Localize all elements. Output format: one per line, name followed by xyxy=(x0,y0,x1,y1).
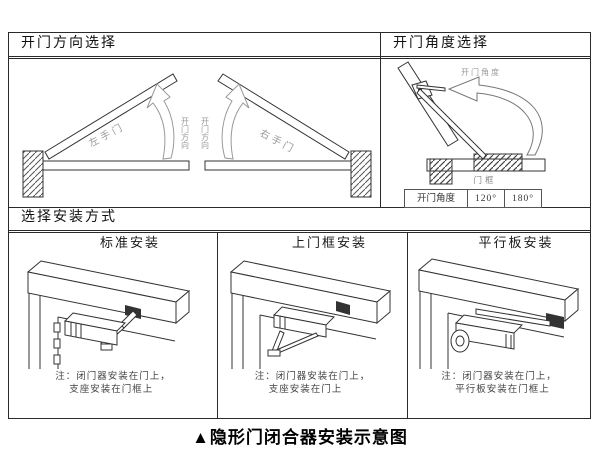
section-open-angle: 开门角度选择 开门 xyxy=(381,33,590,208)
open-angle-diagram: 开门角度 门框 xyxy=(397,61,546,185)
angle-arrow-icon xyxy=(447,76,543,156)
frame-label: 门框 xyxy=(473,175,496,185)
closer-arm xyxy=(475,308,551,327)
panel-standard-mount: 标准安装 xyxy=(9,233,218,419)
panel-top-frame-mount: 上门框安装 xyxy=(218,233,408,419)
note-line-1: 注：闭门器安装在门上， xyxy=(441,372,557,382)
frame-hatch-mid xyxy=(473,153,523,172)
closer-foot xyxy=(100,343,113,351)
closer-arm-main xyxy=(416,88,487,160)
door-panel xyxy=(44,73,178,160)
closer-body-front xyxy=(273,314,327,338)
closer-foot xyxy=(267,349,281,357)
hinge xyxy=(53,322,61,333)
closer-body-front xyxy=(64,320,118,346)
closer-cylinder-core xyxy=(455,335,465,347)
angle-option-120: 120° xyxy=(468,189,505,208)
angle-option-180: 180° xyxy=(505,189,542,208)
wall-post xyxy=(22,150,44,198)
panel-title: 平行板安装 xyxy=(478,235,554,250)
frame-beam-end xyxy=(564,287,579,323)
section-title-angle: 开门角度选择 xyxy=(381,33,590,59)
left-hand-door-diagram: 左手门 开门方向 xyxy=(22,73,190,198)
right-hand-door-diagram: 右手门 开门方向 xyxy=(201,73,372,198)
angle-arrow-label: 开门角度 xyxy=(461,67,501,77)
standard-mount-drawing xyxy=(26,260,191,369)
section-open-direction: 开门方向选择 左手门 开门方向 xyxy=(9,33,381,207)
panel-note: 注：闭门器安装在门上， 平行板安装在门框上 xyxy=(441,371,557,397)
section-title-mounting: 选择安装方式 xyxy=(9,208,590,233)
arrow-label: 开门方向 xyxy=(181,117,190,149)
mounting-panels-row: 标准安装 xyxy=(9,233,590,419)
frame-bracket xyxy=(336,301,350,315)
frame-hatch-left xyxy=(429,158,453,185)
angle-option-table: 开门角度 120° 180° xyxy=(404,189,542,208)
parallel-plate-mount-drawing xyxy=(417,258,580,369)
frame-beam-end xyxy=(376,289,391,325)
open-arrow-icon xyxy=(146,83,175,160)
panel-note: 注：闭门器安装在门上， 支座安装在门上 xyxy=(255,371,371,397)
panel-title: 标准安装 xyxy=(99,235,160,250)
door-frame-bar xyxy=(42,160,190,171)
hinge xyxy=(53,354,61,365)
hinge xyxy=(53,338,61,349)
wall-post xyxy=(350,150,372,198)
door-label: 右手门 xyxy=(258,126,299,156)
panel-note: 注：闭门器安装在门上， 支座安装在门框上 xyxy=(55,371,171,397)
section-title-direction: 开门方向选择 xyxy=(9,33,380,59)
door-frame-bar xyxy=(204,160,352,171)
frame-beam-end xyxy=(175,289,190,325)
closer-arm-second xyxy=(416,84,446,92)
note-line-1: 注：闭门器安装在门上， xyxy=(55,372,171,382)
note-line-2: 支座安装在门上 xyxy=(268,385,343,395)
figure-frame: 开门方向选择 左手门 开门方向 xyxy=(8,32,591,419)
panel-parallel-plate-mount: 平行板安装 xyxy=(408,233,590,419)
note-line-1: 注：闭门器安装在门上， xyxy=(254,372,371,382)
note-line-2: 平行板安装在门框上 xyxy=(455,385,550,395)
arrow-label: 开门方向 xyxy=(201,117,210,149)
figure-caption: ▲隐形门闭合器安装示意图 xyxy=(192,428,408,447)
top-row: 开门方向选择 左手门 开门方向 xyxy=(9,33,590,208)
note-line-2: 支座安装在门框上 xyxy=(69,385,154,395)
door-panel xyxy=(217,73,350,160)
open-arrow-icon xyxy=(221,83,250,160)
top-frame-mount-drawing xyxy=(229,260,392,369)
angle-table-header: 开门角度 xyxy=(404,189,468,208)
panel-title: 上门框安装 xyxy=(291,235,367,250)
